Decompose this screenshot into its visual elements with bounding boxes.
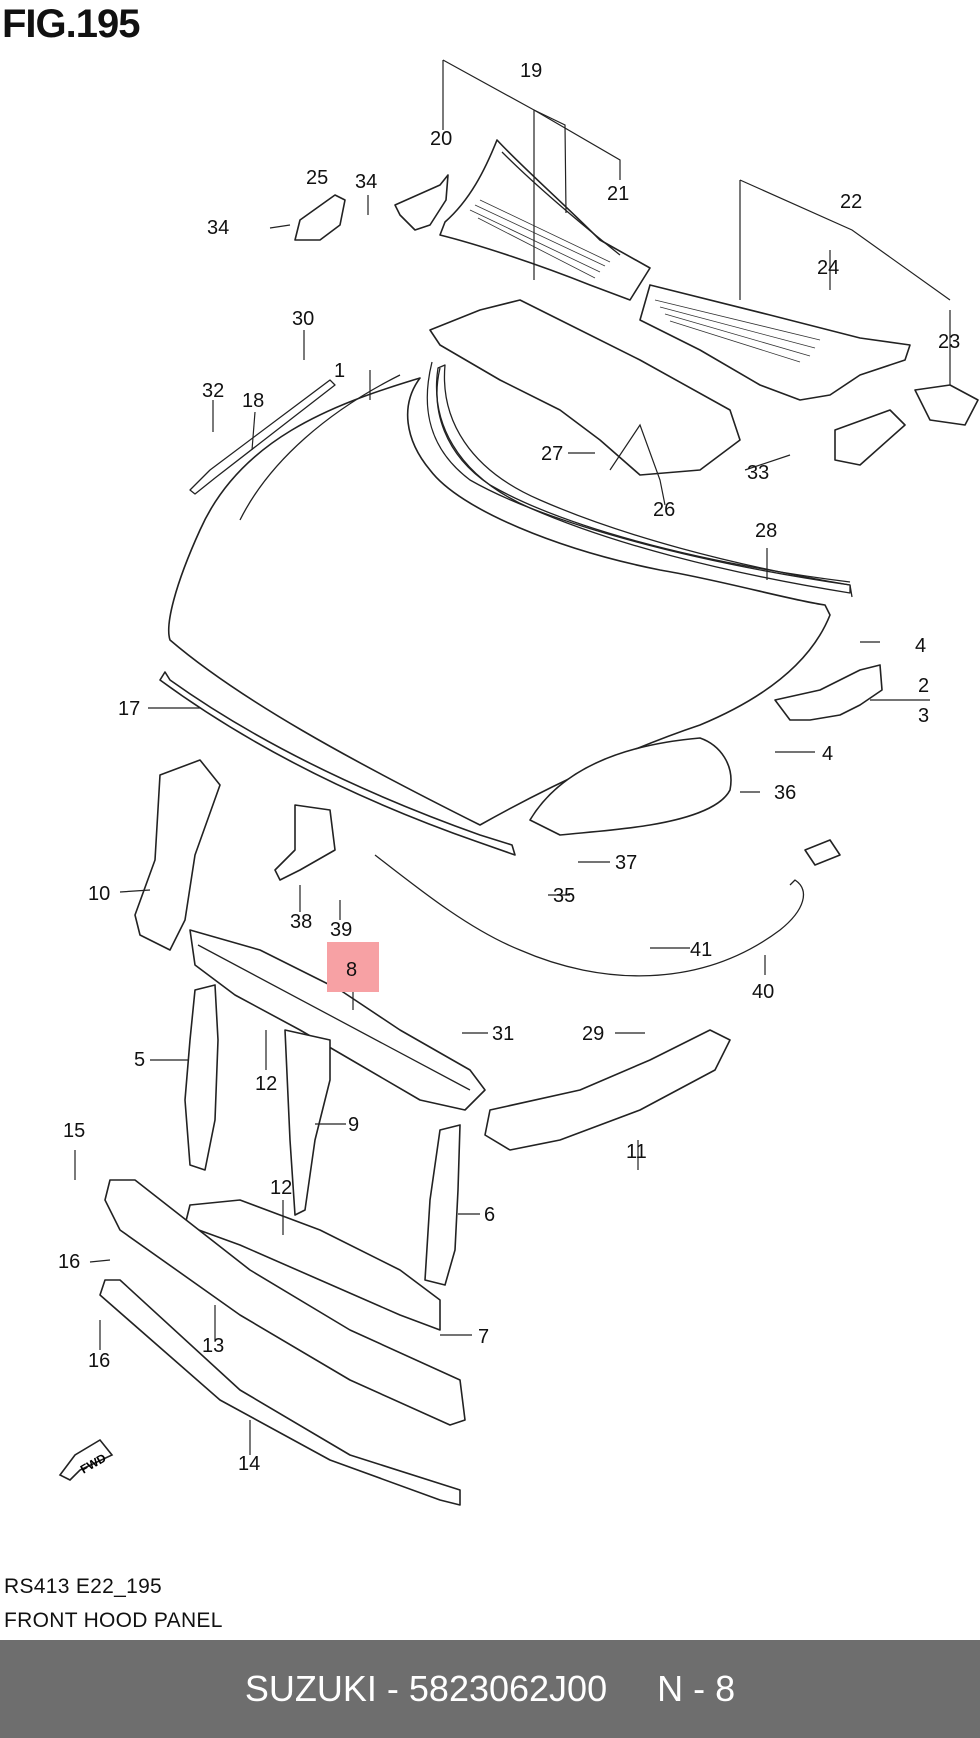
callout-18: 18 — [242, 390, 264, 412]
callout-24: 24 — [817, 257, 839, 279]
callout-15: 15 — [63, 1120, 85, 1142]
callout-5: 5 — [134, 1049, 145, 1071]
reinforcement-13-shape — [104, 1179, 466, 1426]
callout-12b: 12 — [270, 1177, 292, 1199]
callout-2: 2 — [918, 675, 929, 697]
footer-part-number: SUZUKI - 5823062J00 — [244, 1668, 608, 1709]
fwd-arrow-icon: FWD — [58, 1438, 114, 1481]
bracket-25-shape — [294, 194, 346, 241]
callout-21: 21 — [607, 183, 629, 205]
end-piece-23-shape — [914, 384, 979, 426]
callout-39: 39 — [330, 919, 352, 941]
footer-ref: N - 8 — [657, 1668, 736, 1709]
highlight-box — [327, 942, 379, 992]
cowl-top-right-shape — [639, 284, 911, 401]
callout-3: 3 — [918, 705, 929, 727]
front-seal-17-shape — [159, 671, 516, 856]
callout-26: 26 — [653, 499, 675, 521]
side-member-11-shape — [484, 1029, 731, 1151]
weatherstrip-28-shape — [435, 364, 851, 594]
callout-33: 33 — [747, 462, 769, 484]
leader-lines — [74, 59, 951, 1455]
callout-41: 41 — [690, 939, 712, 961]
callout-22: 22 — [840, 191, 862, 213]
hood-stay-18-shape — [189, 379, 336, 495]
hood-lock-38-shape — [274, 804, 336, 881]
bracket-6-shape — [424, 1124, 461, 1286]
callout-13: 13 — [202, 1335, 224, 1357]
hood-panel-shape — [167, 361, 853, 826]
callout-35: 35 — [553, 885, 575, 907]
callout-12a: 12 — [255, 1073, 277, 1095]
callout-16a: 16 — [58, 1251, 80, 1273]
cowl-lower-panel-shape — [429, 299, 741, 476]
callout-6: 6 — [484, 1204, 495, 1226]
callout-9: 9 — [348, 1114, 359, 1136]
callout-23: 23 — [938, 331, 960, 353]
cowl-top-panel-shape — [439, 139, 651, 301]
callout-4a: 4 — [915, 635, 926, 657]
lower-crossmember-7-shape — [184, 1199, 441, 1331]
cable-connector-shape — [804, 839, 841, 866]
callout-30: 30 — [292, 308, 314, 330]
callout-28: 28 — [755, 520, 777, 542]
callout-17: 17 — [118, 698, 140, 720]
callout-11: 11 — [626, 1141, 647, 1163]
cowl-box-shape — [834, 409, 906, 466]
callout-34b: 34 — [355, 171, 377, 193]
bracket-5-shape — [184, 984, 219, 1171]
callout-34a: 34 — [207, 217, 229, 239]
callout-10: 10 — [88, 883, 110, 905]
callout-31: 31 — [492, 1023, 514, 1045]
callout-37: 37 — [615, 852, 637, 874]
side-member-10-shape — [134, 759, 221, 951]
bracket-9-shape — [284, 1029, 331, 1216]
callout-8: 8 — [346, 959, 357, 981]
callout-27: 27 — [541, 443, 563, 465]
callout-4b: 4 — [822, 743, 833, 765]
callout-19: 19 — [520, 60, 542, 82]
callout-40: 40 — [752, 981, 774, 1003]
exploded-parts-diagram: FWD — [58, 59, 979, 1506]
hood-hinge-shape — [774, 664, 883, 721]
callout-labels: 1 2 3 4 4 5 6 7 8 9 10 11 12 12 13 14 15… — [58, 60, 960, 1475]
callout-29: 29 — [582, 1023, 604, 1045]
callout-1: 1 — [334, 360, 345, 382]
footer-bar: SUZUKI - 5823062J00 N - 8 — [0, 1640, 980, 1738]
callout-7: 7 — [478, 1326, 489, 1348]
figure-title: FIG.195 — [2, 2, 141, 46]
release-cable-40-shape — [374, 854, 804, 977]
callout-14: 14 — [238, 1453, 260, 1475]
bracket-20-shape — [394, 174, 449, 231]
absorber-14-shape — [99, 1279, 461, 1506]
callout-16b: 16 — [88, 1350, 110, 1372]
callout-36: 36 — [774, 782, 796, 804]
callout-38: 38 — [290, 911, 312, 933]
callout-25: 25 — [306, 167, 328, 189]
hood-insulator-36-shape — [529, 737, 732, 836]
diagram-name: FRONT HOOD PANEL — [4, 1609, 223, 1632]
callout-32: 32 — [202, 380, 224, 402]
diagram-code: RS413 E22_195 — [4, 1575, 163, 1598]
callout-20: 20 — [430, 128, 452, 150]
